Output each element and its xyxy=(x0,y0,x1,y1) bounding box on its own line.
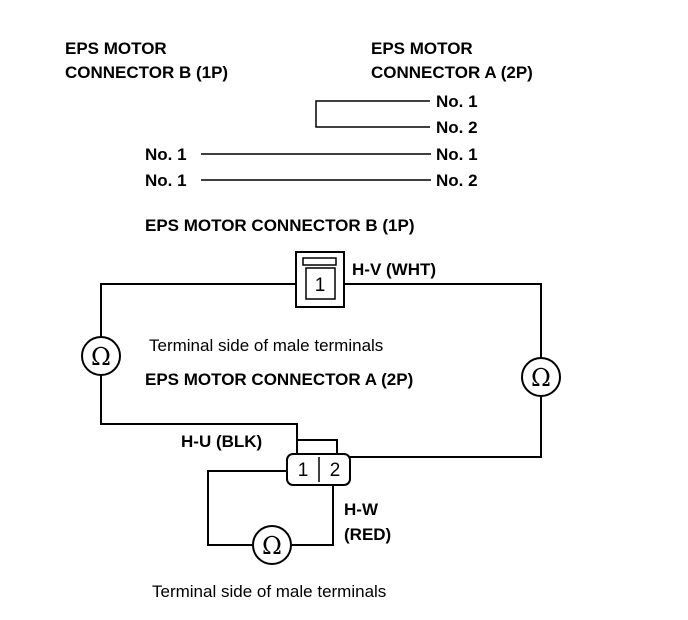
connector-b-row3-label: No. 1 xyxy=(145,145,187,164)
terminal-side-label-top: Terminal side of male terminals xyxy=(149,336,383,355)
connector-b-body xyxy=(295,251,345,308)
hu-wire-label: H-U (BLK) xyxy=(181,432,262,451)
connector-b-pin-1: 1 xyxy=(315,275,326,296)
connector-a-title: EPS MOTOR CONNECTOR A (2P) xyxy=(145,370,413,389)
ohm-icon: Ω xyxy=(91,343,111,371)
ohm-icon: Ω xyxy=(262,532,282,560)
connector-a-pin-2: 2 xyxy=(330,460,341,481)
connector-b-row4-label: No. 1 xyxy=(145,171,187,190)
connector-a-jumper-line xyxy=(315,100,430,128)
wire-a1-to-bottom-meter xyxy=(207,470,287,546)
connector-a-header-line2: CONNECTOR A (2P) xyxy=(371,63,533,82)
connector-b-title: EPS MOTOR CONNECTOR B (1P) xyxy=(145,216,415,235)
connector-a-pin-1: 1 xyxy=(298,460,309,481)
hv-wire-label: H-V (WHT) xyxy=(352,260,436,279)
terminal-side-label-bottom: Terminal side of male terminals xyxy=(152,582,386,601)
connector-a-body xyxy=(286,439,351,486)
connector-a-row3-label: No. 1 xyxy=(436,145,478,164)
wire-bottom-meter-to-a2 xyxy=(291,485,334,546)
connector-b-header-line1: EPS MOTOR xyxy=(65,39,167,58)
ohm-icon: Ω xyxy=(531,364,551,392)
wire-right-meter-to-a xyxy=(350,396,542,458)
hw-wire-label-line2: (RED) xyxy=(344,525,391,544)
connector-a-row2-label: No. 2 xyxy=(436,118,478,137)
connector-a-row4-label: No. 2 xyxy=(436,171,478,190)
connector-b-header-line2: CONNECTOR B (1P) xyxy=(65,63,228,82)
hw-wire-label-line1: H-W xyxy=(344,500,379,519)
wire-b-to-left-meter xyxy=(100,283,296,337)
wire-b-to-right-meter xyxy=(344,283,542,358)
wire-left-meter-to-a xyxy=(100,375,298,446)
connector-a-header-line1: EPS MOTOR xyxy=(371,39,473,58)
connector-a-row1-label: No. 1 xyxy=(436,92,478,111)
